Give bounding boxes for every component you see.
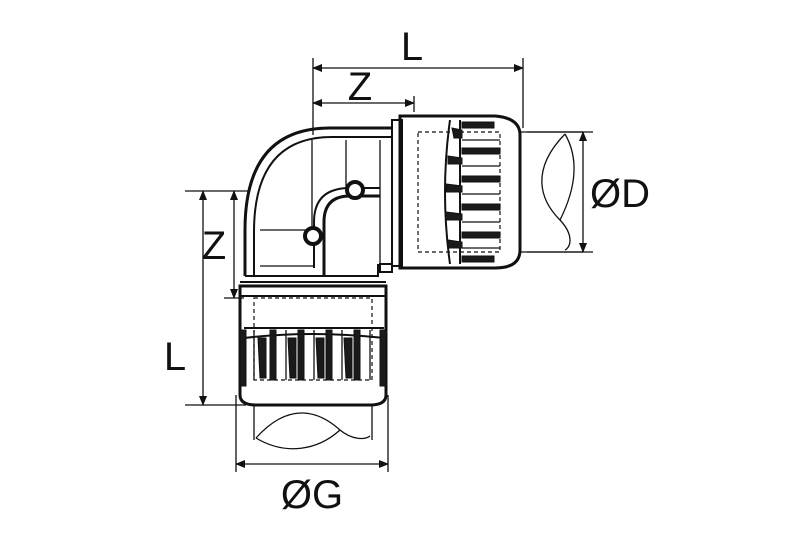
- label-top-offset: Z: [348, 65, 372, 109]
- outlet-nut: [391, 114, 522, 270]
- pivot-hole-lower: [303, 226, 323, 246]
- dimension-lines: [185, 58, 593, 472]
- outlet-pipe-break: [520, 131, 583, 253]
- inlet-pipe-break: [253, 405, 373, 450]
- pivot-hole-upper: [345, 180, 365, 200]
- inlet-nut: [238, 284, 388, 407]
- label-inlet-diameter: ØG: [281, 473, 343, 517]
- label-side-overall-length: L: [164, 335, 186, 379]
- label-outlet-diameter: ØD: [590, 172, 650, 216]
- elbow-body: [240, 126, 393, 283]
- inlet-grip-teeth: [239, 329, 387, 387]
- label-top-overall-length: L: [401, 25, 423, 69]
- outlet-grip-teeth: [445, 121, 501, 263]
- label-side-offset: Z: [202, 224, 226, 268]
